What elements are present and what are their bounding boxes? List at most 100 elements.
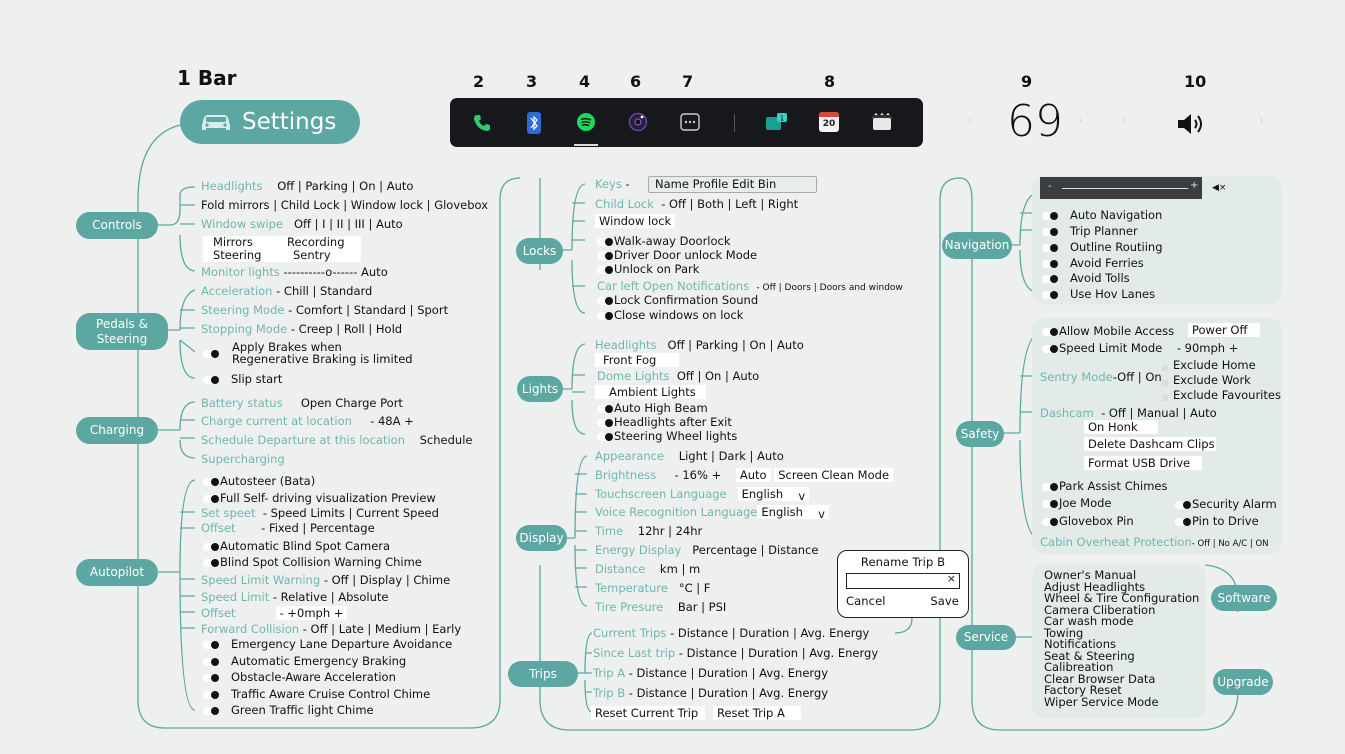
software-node[interactable]: Software <box>1211 585 1277 611</box>
tire-options[interactable]: Bar | PSI <box>677 600 727 614</box>
nav-toggle-hov[interactable] <box>1042 290 1058 299</box>
high-beam-toggle[interactable] <box>597 404 613 413</box>
slip-start-toggle[interactable] <box>203 375 219 384</box>
forward-collision-options[interactable]: - Off | Late | Medium | Early <box>302 622 462 636</box>
service-item[interactable]: Camera Cliberation <box>1044 602 1156 617</box>
exclude-fav-checkbox[interactable] <box>1162 395 1168 401</box>
park-assist-row[interactable]: Park Assist Chimes <box>1042 479 1168 493</box>
stopping-mode-options[interactable]: - Creep | Roll | Hold <box>290 322 403 336</box>
since-last-options[interactable]: - Distance | Duration | Avg. Energy <box>678 646 879 660</box>
walk-away-toggle[interactable] <box>597 237 613 246</box>
fold-mirrors-row[interactable]: Fold mirrors | Child Lock | Window lock … <box>201 198 489 212</box>
fsd-toggle[interactable] <box>203 494 219 503</box>
reset-current-trip-button[interactable]: Reset Current Trip <box>591 706 705 720</box>
reset-trip-a-button[interactable]: Reset Trip A <box>713 706 801 720</box>
green-light-toggle[interactable] <box>203 706 219 715</box>
nav-item-ferries[interactable]: Avoid Ferries <box>1042 256 1144 270</box>
acceleration-options[interactable]: - Chill | Standard <box>276 284 373 298</box>
service-item[interactable]: Wiper Service Mode <box>1044 694 1159 709</box>
aeb-toggle[interactable] <box>203 657 219 666</box>
nav-item-tolls[interactable]: Avoid Tolls <box>1042 271 1130 285</box>
glovebox-pin-row[interactable]: Glovebox Pin <box>1042 514 1134 528</box>
slw-options[interactable]: - Off | Display | Chime <box>323 573 451 587</box>
service-item[interactable]: Seat & Steering <box>1044 648 1135 663</box>
front-fog-button[interactable]: Front Fog <box>595 353 679 367</box>
service-item[interactable]: Factory Reset <box>1044 683 1122 697</box>
tacc-toggle[interactable] <box>203 690 219 699</box>
keys-list-box[interactable]: Name Profile Edit Bin <box>648 176 817 193</box>
fsd-row[interactable]: Full Self- driving visualization Preview <box>203 491 436 505</box>
speed-limit-mode-toggle[interactable] <box>1042 344 1058 353</box>
pin-drive-row[interactable]: Pin to Drive <box>1175 514 1259 528</box>
upgrade-node[interactable]: Upgrade <box>1213 669 1273 695</box>
cabin-options[interactable]: - Off | No A/C | ON <box>1191 539 1269 549</box>
energy-options[interactable]: Percentage | Distance <box>692 543 819 557</box>
on-honk-button[interactable]: On Honk <box>1084 420 1158 434</box>
glovebox-pin-toggle[interactable] <box>1042 517 1058 526</box>
joe-mode-row[interactable]: Joe Mode <box>1042 496 1112 510</box>
joe-mode-toggle[interactable] <box>1042 499 1058 508</box>
schedule-button[interactable]: Schedule <box>419 433 473 447</box>
blind-chime-toggle[interactable] <box>203 558 219 567</box>
calendar-icon[interactable]: 20 <box>819 112 839 132</box>
toybox-icon[interactable]: 1 <box>766 112 788 132</box>
service-item[interactable]: Car wash mode <box>1044 614 1134 628</box>
after-exit-toggle[interactable] <box>597 418 613 427</box>
close-windows-toggle[interactable] <box>597 311 613 320</box>
settings-button[interactable]: Settings <box>180 100 360 144</box>
format-usb-button[interactable]: Format USB Drive <box>1084 456 1202 470</box>
service-item[interactable]: Calibreation <box>1044 660 1114 674</box>
locks-node[interactable]: Locks <box>516 238 563 264</box>
trip-a-options[interactable]: - Distance | Duration | Avg. Energy <box>628 666 829 680</box>
mute-icon[interactable]: ◀× <box>1212 183 1227 193</box>
nav-toggle-trip[interactable] <box>1042 227 1058 236</box>
speed-left-arrow[interactable]: ‹ <box>968 113 973 127</box>
wheel-lights-toggle[interactable] <box>597 432 613 441</box>
close-windows-row[interactable]: Close windows on lock <box>597 308 743 322</box>
nav-item-outline[interactable]: Outline Routiing <box>1042 240 1163 254</box>
blind-cam-toggle[interactable] <box>203 542 219 551</box>
nav-toggle-ferries[interactable] <box>1042 259 1058 268</box>
blind-chime-row[interactable]: Blind Spot Collision Warning Chime <box>203 555 422 569</box>
exclude-work-row[interactable]: Exclude Work <box>1173 373 1251 387</box>
brightness-auto-button[interactable]: Auto <box>735 468 771 482</box>
car-left-options[interactable]: - Off | Doors | Doors and window <box>756 283 903 293</box>
driver-door-row[interactable]: Driver Door unlock Mode <box>597 248 757 262</box>
monitor-lights-slider[interactable]: ----------o------ Auto <box>283 265 388 279</box>
power-off-button[interactable]: Power Off <box>1188 323 1260 337</box>
security-alarm-toggle[interactable] <box>1175 500 1191 509</box>
more-icon[interactable] <box>680 112 700 132</box>
slip-start-row[interactable]: Slip start <box>203 372 282 386</box>
security-alarm-row[interactable]: Security Alarm <box>1175 497 1277 511</box>
service-item[interactable]: Adjust Headlights <box>1044 579 1146 594</box>
charge-current-stepper[interactable]: - 48A + <box>370 414 414 428</box>
lock-sound-row[interactable]: Lock Confirmation Sound <box>597 293 758 307</box>
window-lock-button[interactable]: Window lock <box>595 214 676 228</box>
camera-icon[interactable] <box>628 112 648 132</box>
bluetooth-icon[interactable] <box>527 112 541 134</box>
appearance-options[interactable]: Light | Dark | Auto <box>678 449 784 463</box>
temperature-options[interactable]: °C | F <box>678 581 711 595</box>
sentry-mode-options[interactable]: -Off | On <box>1112 370 1162 384</box>
nav-item-hov[interactable]: Use Hov Lanes <box>1042 287 1155 301</box>
trip-b-options[interactable]: - Distance | Duration | Avg. Energy <box>628 686 829 700</box>
service-item[interactable]: Wheel & Tire Configuration <box>1044 591 1200 605</box>
blind-cam-row[interactable]: Automatic Blind Spot Camera <box>203 539 390 553</box>
charging-node[interactable]: Charging <box>76 417 158 444</box>
current-trips-options[interactable]: - Distance | Duration | Avg. Energy <box>670 626 870 640</box>
service-item[interactable]: Notifications <box>1044 637 1116 651</box>
phone-icon[interactable] <box>472 113 492 133</box>
delete-clips-button[interactable]: Delete Dashcam Clips <box>1084 437 1216 451</box>
time-options[interactable]: 12hr | 24hr <box>637 524 703 538</box>
nav-toggle-auto[interactable] <box>1042 211 1058 220</box>
unlock-park-toggle[interactable] <box>597 265 613 274</box>
volume-left-arrow[interactable]: ‹ <box>1122 113 1127 127</box>
exclude-home-row[interactable]: Exclude Home <box>1173 358 1256 372</box>
tacc-row[interactable]: Traffic Aware Cruise Control Chime <box>203 687 430 701</box>
supercharging-label[interactable]: Supercharging <box>201 452 285 466</box>
child-lock-options[interactable]: - Off | Both | Left | Right <box>661 197 799 211</box>
wheel-lights-row[interactable]: Steering Wheel lights <box>597 429 737 443</box>
